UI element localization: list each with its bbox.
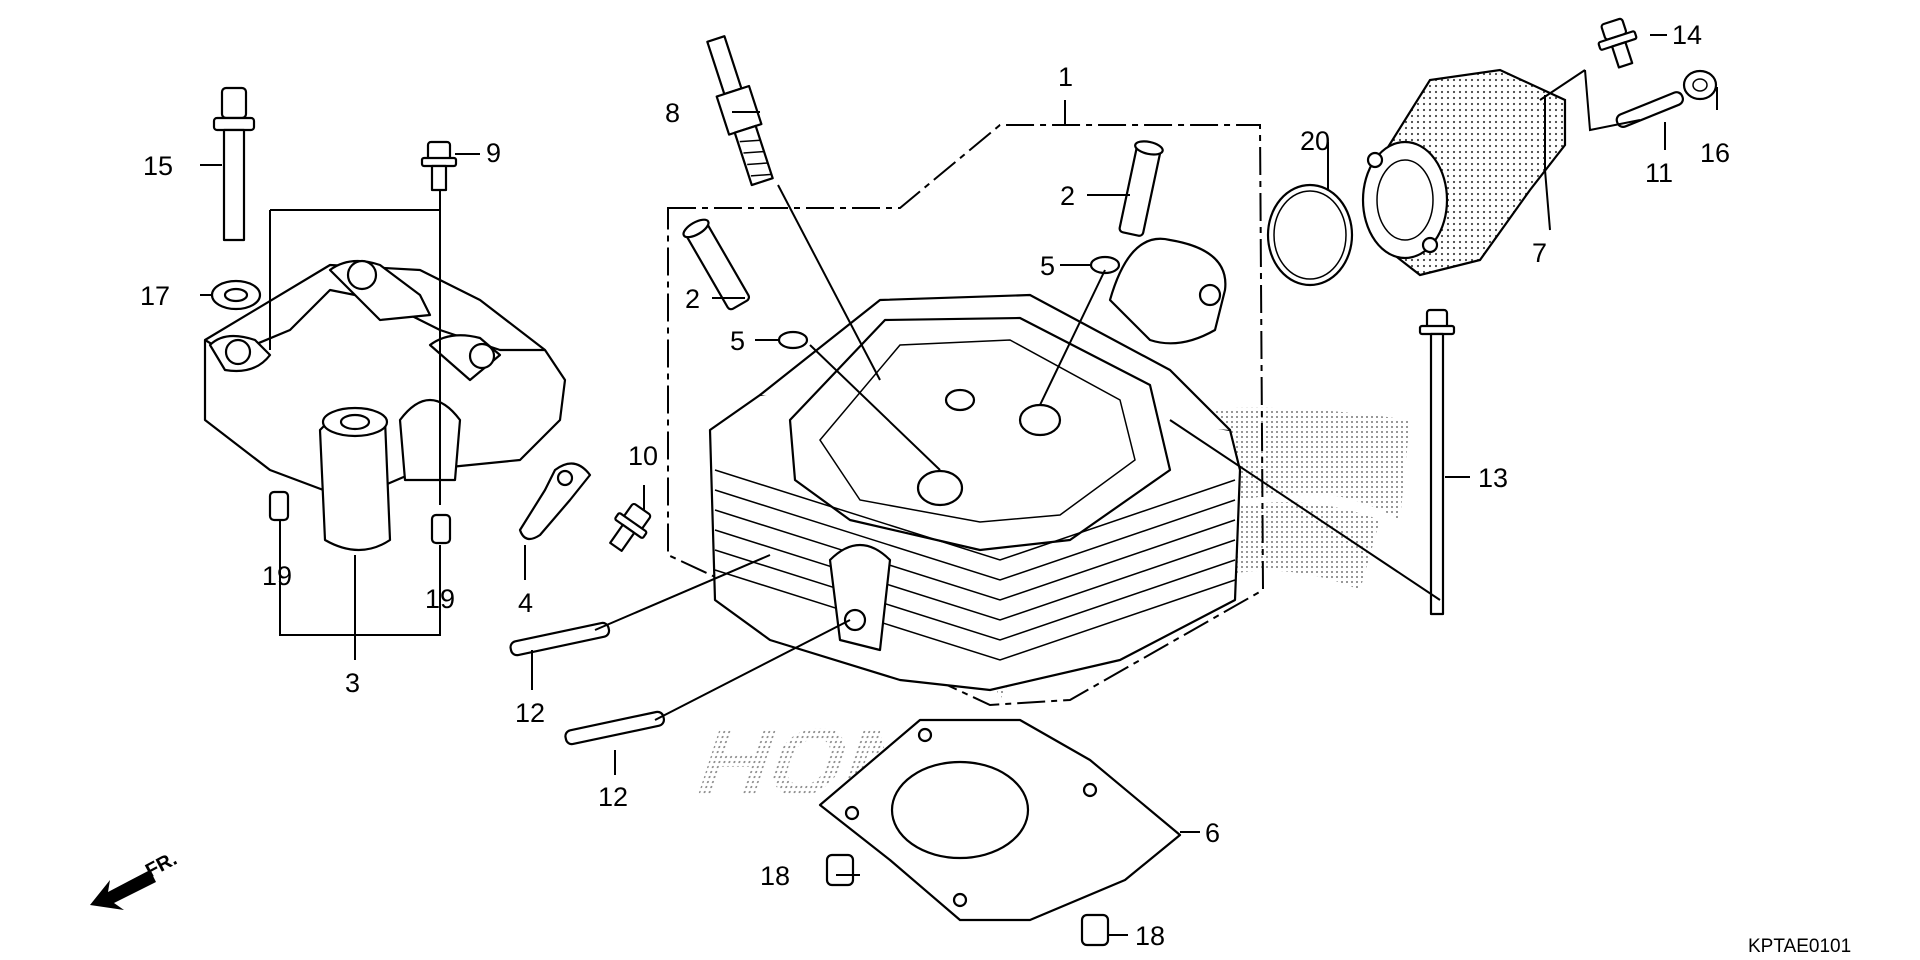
leader-lines: [200, 34, 1718, 936]
flange-bolt-13: [1418, 308, 1456, 616]
flange-bolt-long: [212, 86, 256, 242]
dowel-pin-right: [430, 513, 452, 545]
flange-nut: [1682, 69, 1718, 101]
callout-2-right: 2: [1060, 181, 1075, 211]
callout-14: 14: [1672, 20, 1702, 50]
callout-1: 1: [1058, 62, 1073, 92]
callout-12-lower: 12: [598, 782, 628, 812]
cylinder-head: [708, 237, 1242, 692]
flange-bolt-14: [1597, 17, 1638, 69]
callout-5-right: 5: [1040, 251, 1055, 281]
callout-4: 4: [518, 588, 533, 618]
dowel-pin-18-right: [1080, 913, 1110, 947]
callout-8: 8: [665, 98, 680, 128]
callout-15: 15: [143, 151, 173, 181]
washer-hole: [223, 287, 249, 303]
callout-17: 17: [140, 281, 170, 311]
callout-3: 3: [345, 668, 360, 698]
callout-9: 9: [486, 138, 501, 168]
callout-labels: 1 2 2 3 4 5 5 6 7 8 9 10 11 12 12 13 14 …: [140, 20, 1730, 951]
callout-13: 13: [1478, 463, 1508, 493]
o-ring-inner: [1273, 190, 1347, 280]
camshaft-holder: [203, 259, 567, 551]
callout-16: 16: [1700, 138, 1730, 168]
callout-11: 11: [1645, 158, 1673, 188]
flange-bolt-small-9: [420, 140, 458, 192]
spark-plug: [706, 35, 774, 187]
callout-2-left: 2: [685, 284, 700, 314]
dowel-pin-left: [268, 490, 290, 522]
callout-7: 7: [1532, 238, 1547, 268]
callout-18-right: 18: [1135, 921, 1165, 951]
callout-6: 6: [1205, 818, 1220, 848]
valve-guide-right: [1118, 140, 1164, 237]
diagram-code: KPTAE0101: [1748, 936, 1851, 957]
valve-guide-left: [682, 218, 751, 311]
flange-bolt-10: [609, 502, 652, 552]
callout-19-left: 19: [262, 561, 292, 591]
front-direction-arrow: FR.: [90, 848, 181, 910]
dowel-pin-18-left: [825, 853, 855, 887]
guide-plate: [518, 462, 592, 541]
callout-18-left: 18: [760, 861, 790, 891]
stud-bolt-lower: [564, 710, 666, 746]
callout-10: 10: [628, 441, 658, 471]
cylinder-head-gasket: [818, 718, 1182, 922]
clip-right: [1089, 255, 1121, 275]
stud-bolt-upper: [509, 621, 611, 657]
clip-left: [777, 330, 809, 350]
callout-19-right: 19: [425, 584, 455, 614]
guide-plate-hole: [556, 469, 574, 487]
callout-5-left: 5: [730, 326, 745, 356]
callout-20: 20: [1300, 126, 1330, 156]
insulator-intake: [1361, 68, 1567, 277]
callout-12-upper: 12: [515, 698, 545, 728]
stud-bolt-11: [1615, 91, 1684, 128]
o-ring: [1266, 183, 1354, 287]
